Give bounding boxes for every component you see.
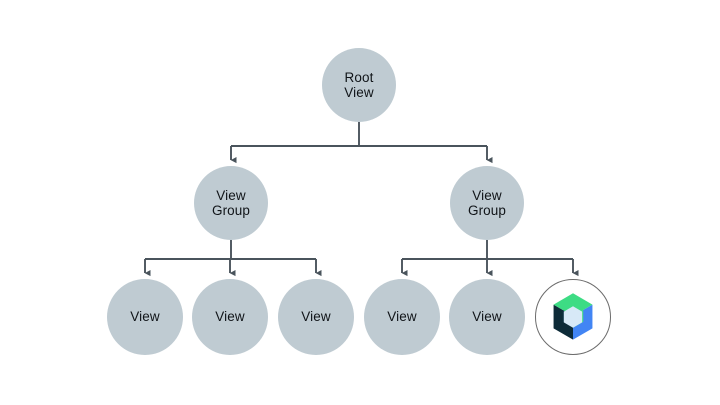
- node-root-view-label: Root View: [344, 69, 374, 101]
- edge-root-to-viewgroups: [230, 122, 493, 164]
- node-view-group-left[interactable]: View Group: [194, 166, 268, 240]
- node-view-1[interactable]: View: [107, 279, 183, 355]
- node-view-2-label: View: [215, 309, 245, 325]
- node-view-2[interactable]: View: [192, 279, 268, 355]
- edge-viewgroup-right-to-views: [401, 240, 579, 277]
- node-view-5-label: View: [472, 309, 502, 325]
- node-view-5[interactable]: View: [449, 279, 525, 355]
- node-view-group-left-label: View Group: [211, 187, 251, 219]
- node-view-3-label: View: [301, 309, 331, 325]
- node-view-1-label: View: [130, 309, 160, 325]
- edge-viewgroup-left-to-views: [144, 240, 322, 277]
- jetpack-compose-logo-icon: [553, 293, 593, 340]
- node-view-3[interactable]: View: [278, 279, 354, 355]
- node-view-4[interactable]: View: [364, 279, 440, 355]
- node-view-group-right-label: View Group: [467, 187, 507, 219]
- node-view-4-label: View: [387, 309, 417, 325]
- node-compose[interactable]: [535, 279, 611, 355]
- node-root-view[interactable]: Root View: [322, 48, 396, 122]
- node-view-group-right[interactable]: View Group: [450, 166, 524, 240]
